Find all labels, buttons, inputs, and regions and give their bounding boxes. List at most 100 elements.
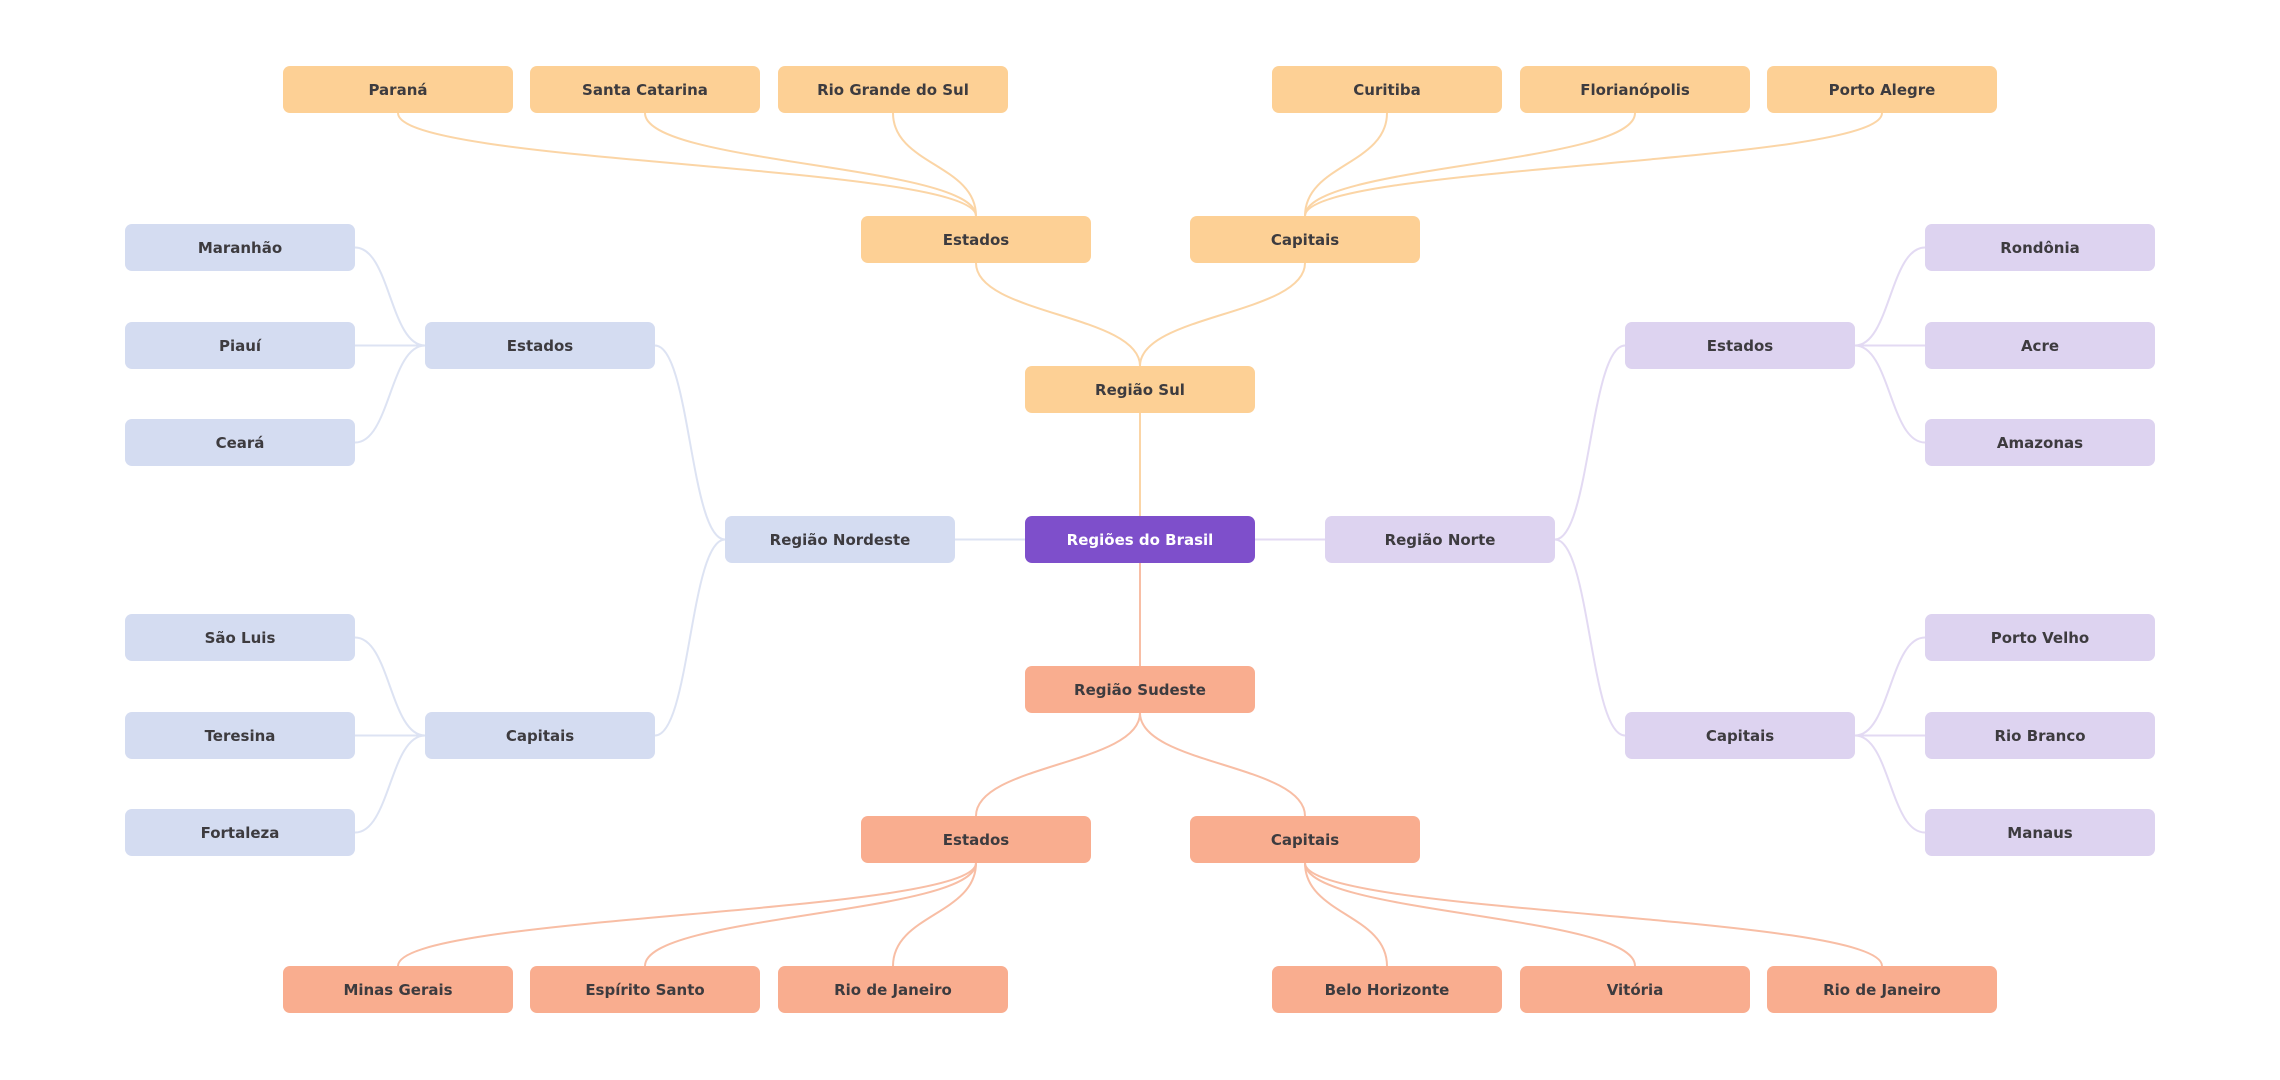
- node-label: Teresina: [204, 726, 276, 745]
- edge-nordeste-ne-estados: [654, 344, 726, 541]
- edge-n-capitais-n-c-3: [1854, 734, 1926, 834]
- node-label: Maranhão: [197, 238, 283, 257]
- edge-sul-capitais-sul-c-2: [1304, 112, 1636, 217]
- node-n-e-3[interactable]: Amazonas: [1925, 419, 2155, 466]
- node-label: Paraná: [368, 80, 428, 99]
- node-n-e-2[interactable]: Acre: [1925, 322, 2155, 369]
- node-sul-e-1[interactable]: Paraná: [283, 66, 513, 113]
- edge-se-capitais-se-c-3: [1304, 862, 1883, 967]
- node-sul-capitais[interactable]: Capitais: [1190, 216, 1420, 263]
- node-label: Capitais: [1270, 830, 1340, 849]
- node-label: Estados: [506, 336, 574, 355]
- node-n-capitais[interactable]: Capitais: [1625, 712, 1855, 759]
- node-label: Rio de Janeiro: [834, 980, 952, 999]
- node-label: Capitais: [1705, 726, 1775, 745]
- node-label: Fortaleza: [200, 823, 280, 842]
- node-label: Região Sul: [1095, 380, 1185, 399]
- node-sul-c-1[interactable]: Curitiba: [1272, 66, 1502, 113]
- node-se-c-3[interactable]: Rio de Janeiro: [1767, 966, 1997, 1013]
- edge-se-capitais-se-c-1: [1304, 862, 1388, 967]
- node-sul-c-2[interactable]: Florianópolis: [1520, 66, 1750, 113]
- node-root[interactable]: Regiões do Brasil: [1025, 516, 1255, 563]
- node-label: Curitiba: [1353, 80, 1421, 99]
- edge-n-capitais-n-c-1: [1854, 636, 1926, 737]
- node-label: Rio Grande do Sul: [817, 80, 969, 99]
- edge-nordeste-ne-capitais: [654, 538, 726, 737]
- node-label: Região Nordeste: [769, 530, 911, 549]
- node-se-estados[interactable]: Estados: [861, 816, 1091, 863]
- node-ne-e-1[interactable]: Maranhão: [125, 224, 355, 271]
- edge-se-estados-se-e-3: [892, 862, 977, 967]
- node-se-e-2[interactable]: Espírito Santo: [530, 966, 760, 1013]
- node-label: Manaus: [2007, 823, 2073, 842]
- edge-se-capitais-se-c-2: [1304, 862, 1636, 967]
- node-label: Santa Catarina: [582, 80, 708, 99]
- edge-sul-capitais-sul-c-3: [1304, 112, 1883, 217]
- node-label: Piauí: [218, 336, 262, 355]
- node-label: Estados: [942, 830, 1010, 849]
- edge-sudeste-se-capitais: [1139, 712, 1306, 817]
- node-sul[interactable]: Região Sul: [1025, 366, 1255, 413]
- node-ne-c-1[interactable]: São Luis: [125, 614, 355, 661]
- node-label: Espírito Santo: [585, 980, 705, 999]
- node-label: Região Norte: [1384, 530, 1496, 549]
- node-sudeste[interactable]: Região Sudeste: [1025, 666, 1255, 713]
- node-ne-e-2[interactable]: Piauí: [125, 322, 355, 369]
- edge-sudeste-se-estados: [975, 712, 1141, 817]
- edge-sul-sul-estados: [975, 262, 1141, 367]
- node-n-c-2[interactable]: Rio Branco: [1925, 712, 2155, 759]
- node-nordeste[interactable]: Região Nordeste: [725, 516, 955, 563]
- node-label: Capitais: [505, 726, 575, 745]
- edge-n-estados-n-e-1: [1854, 246, 1926, 347]
- node-n-c-1[interactable]: Porto Velho: [1925, 614, 2155, 661]
- edge-ne-capitais-ne-c-3: [354, 734, 426, 834]
- node-ne-e-3[interactable]: Ceará: [125, 419, 355, 466]
- node-label: Belo Horizonte: [1324, 980, 1450, 999]
- edge-ne-estados-ne-e-3: [354, 344, 426, 444]
- node-norte[interactable]: Região Norte: [1325, 516, 1555, 563]
- node-label: Rondônia: [2000, 238, 2080, 257]
- edge-sul-capitais-sul-c-1: [1304, 112, 1388, 217]
- node-se-e-3[interactable]: Rio de Janeiro: [778, 966, 1008, 1013]
- node-label: Florianópolis: [1580, 80, 1690, 99]
- node-ne-estados[interactable]: Estados: [425, 322, 655, 369]
- edge-norte-n-capitais: [1554, 538, 1626, 737]
- node-sul-e-2[interactable]: Santa Catarina: [530, 66, 760, 113]
- node-label: Acre: [2020, 336, 2060, 355]
- node-se-e-1[interactable]: Minas Gerais: [283, 966, 513, 1013]
- node-label: Rio de Janeiro: [1823, 980, 1941, 999]
- edge-sul-estados-sul-e-2: [644, 112, 977, 217]
- node-label: Rio Branco: [1994, 726, 2086, 745]
- node-label: Estados: [942, 230, 1010, 249]
- node-sul-c-3[interactable]: Porto Alegre: [1767, 66, 1997, 113]
- node-se-c-1[interactable]: Belo Horizonte: [1272, 966, 1502, 1013]
- node-sul-e-3[interactable]: Rio Grande do Sul: [778, 66, 1008, 113]
- node-ne-c-3[interactable]: Fortaleza: [125, 809, 355, 856]
- node-label: Amazonas: [1996, 433, 2084, 452]
- node-label: Região Sudeste: [1074, 680, 1206, 699]
- edge-ne-capitais-ne-c-1: [354, 636, 426, 737]
- edge-sul-sul-capitais: [1139, 262, 1306, 367]
- node-label: Minas Gerais: [343, 980, 453, 999]
- node-label: Vitória: [1606, 980, 1664, 999]
- edge-sul-estados-sul-e-3: [892, 112, 977, 217]
- node-label: Porto Velho: [1990, 628, 2090, 647]
- edge-ne-estados-ne-e-1: [354, 246, 426, 347]
- node-label: São Luis: [204, 628, 276, 647]
- node-ne-capitais[interactable]: Capitais: [425, 712, 655, 759]
- edge-n-estados-n-e-3: [1854, 344, 1926, 444]
- node-label: Porto Alegre: [1828, 80, 1936, 99]
- edge-se-estados-se-e-2: [644, 862, 977, 967]
- node-label: Capitais: [1270, 230, 1340, 249]
- node-ne-c-2[interactable]: Teresina: [125, 712, 355, 759]
- node-n-e-1[interactable]: Rondônia: [1925, 224, 2155, 271]
- node-n-c-3[interactable]: Manaus: [1925, 809, 2155, 856]
- node-se-c-2[interactable]: Vitória: [1520, 966, 1750, 1013]
- node-sul-estados[interactable]: Estados: [861, 216, 1091, 263]
- edge-norte-n-estados: [1554, 344, 1626, 541]
- node-se-capitais[interactable]: Capitais: [1190, 816, 1420, 863]
- edge-sul-estados-sul-e-1: [397, 112, 977, 217]
- node-n-estados[interactable]: Estados: [1625, 322, 1855, 369]
